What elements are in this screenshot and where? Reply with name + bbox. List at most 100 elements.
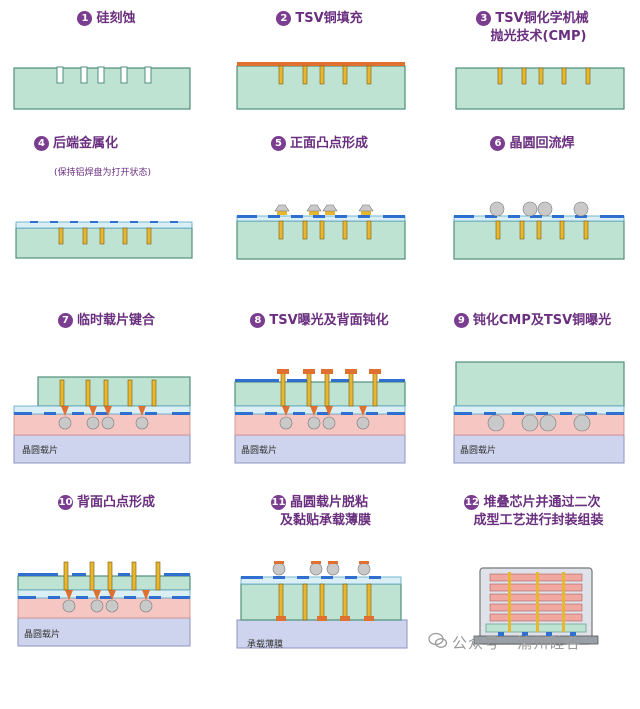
step-number: 11 bbox=[270, 495, 286, 510]
metal-pads bbox=[14, 412, 190, 415]
wechat-icon bbox=[428, 632, 448, 648]
etched-trenches bbox=[56, 66, 152, 84]
backside-passivation bbox=[235, 379, 405, 382]
step-1-diagram bbox=[13, 66, 191, 110]
bumps-in-adhesive bbox=[58, 416, 149, 430]
tsv-copper bbox=[278, 65, 372, 85]
step-number: 9 bbox=[453, 313, 469, 328]
step-number: 10 bbox=[57, 495, 73, 510]
carrier-label: 晶圆载片 bbox=[460, 446, 497, 456]
copper-overburden bbox=[237, 62, 405, 66]
carrier-film bbox=[236, 619, 408, 649]
step-6-diagram bbox=[453, 201, 625, 260]
bump-caps bbox=[274, 561, 369, 564]
tsv-copper bbox=[63, 561, 161, 591]
aluminum-pads bbox=[30, 221, 178, 223]
step-12-diagram bbox=[473, 567, 599, 645]
metal-pads bbox=[18, 596, 190, 599]
step-number: 7 bbox=[57, 313, 73, 328]
wafer-carrier bbox=[234, 434, 406, 464]
step-11-diagram bbox=[236, 561, 408, 649]
step-8-diagram bbox=[234, 369, 406, 464]
step-10-diagram bbox=[17, 561, 191, 647]
bumps-in-adhesive bbox=[279, 416, 370, 430]
package-substrate bbox=[473, 635, 599, 645]
thinned-silicon bbox=[17, 575, 191, 591]
step-4-diagram bbox=[15, 221, 193, 259]
front-bumps bbox=[272, 562, 371, 576]
step-number: 1 bbox=[77, 11, 93, 26]
bump-pillars bbox=[282, 406, 367, 416]
wafer-carrier bbox=[17, 617, 191, 647]
tsv-copper bbox=[495, 220, 589, 240]
step-7-diagram bbox=[13, 376, 191, 464]
step-number: 2 bbox=[276, 11, 292, 26]
watermark: 公众号 · 渝州硅谷 bbox=[452, 634, 582, 652]
metal-pads bbox=[454, 412, 624, 415]
step-9-diagram bbox=[453, 361, 625, 464]
step-5-diagram bbox=[236, 204, 406, 260]
passivation-caps bbox=[277, 369, 381, 374]
step-number: 12 bbox=[464, 495, 480, 510]
step-number: 5 bbox=[270, 136, 286, 151]
metal-pads bbox=[237, 215, 405, 218]
silicon-wafer bbox=[455, 361, 625, 407]
tsv-copper bbox=[497, 67, 591, 85]
reflowed-bumps bbox=[489, 201, 589, 217]
carrier-label: 晶圆载片 bbox=[241, 446, 278, 456]
micro-bumps bbox=[498, 632, 576, 636]
wafer-carrier bbox=[13, 434, 191, 464]
metal-pads bbox=[235, 412, 405, 415]
stack-tsvs bbox=[508, 572, 565, 632]
film-label: 承载薄膜 bbox=[247, 640, 284, 650]
metal-pads bbox=[454, 215, 624, 218]
backside-bumps bbox=[276, 616, 374, 621]
step-3-diagram bbox=[455, 67, 625, 110]
step-2-diagram bbox=[236, 62, 406, 110]
thinned-silicon bbox=[234, 381, 406, 407]
wafer-carrier bbox=[453, 434, 625, 464]
tsv-copper bbox=[278, 220, 372, 240]
temporary-adhesive bbox=[17, 597, 191, 619]
metal-pads bbox=[241, 576, 381, 579]
tsv-copper bbox=[58, 227, 152, 245]
bumps-in-adhesive bbox=[487, 414, 591, 432]
temporary-adhesive bbox=[453, 413, 625, 436]
bump-pillars bbox=[61, 406, 146, 416]
backside-bump-pads bbox=[18, 573, 190, 576]
carrier-label: 晶圆载片 bbox=[24, 630, 61, 640]
beol-layer bbox=[15, 221, 193, 229]
step-number: 3 bbox=[476, 11, 492, 26]
tsv-copper bbox=[59, 379, 157, 407]
step-4-note: (保持铝焊盘为打开状态) bbox=[54, 168, 152, 178]
carrier-label: 晶圆载片 bbox=[22, 446, 59, 456]
step-number: 6 bbox=[490, 136, 506, 151]
front-bumps bbox=[274, 204, 374, 215]
step-number: 4 bbox=[34, 136, 49, 151]
bump-pillars bbox=[65, 590, 150, 600]
